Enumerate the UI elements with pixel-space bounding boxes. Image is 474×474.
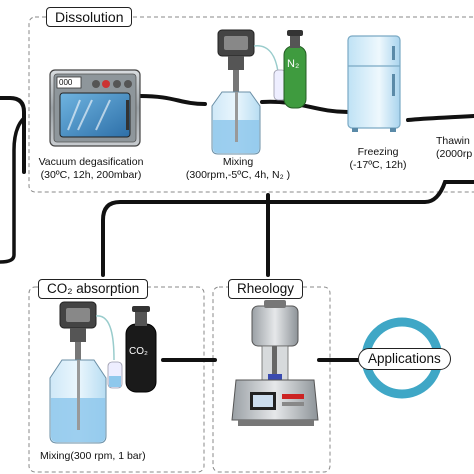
oven-display: 000 — [59, 78, 73, 87]
dissolution-title: Dissolution — [46, 7, 133, 27]
thawing-caption-line1: Thawin — [436, 135, 470, 147]
mixing-caption-line2: (300rpm,-5ºC, 4h, N₂ ) — [185, 169, 291, 181]
mixing-caption-line1: Mixing — [222, 156, 254, 168]
freezing-caption-line1: Freezing — [357, 146, 399, 158]
freezer — [347, 35, 401, 132]
co2-label: CO₂ — [129, 346, 148, 357]
mixer-dissolution — [211, 29, 287, 155]
vacuum-caption-line1: Vacuum degasification — [38, 156, 144, 168]
mixer-co2 — [49, 301, 123, 444]
freezing-caption-line2: (-17ºC, 12h) — [349, 159, 407, 171]
n2-label: N₂ — [287, 58, 300, 70]
co2-absorption-box — [28, 286, 205, 473]
vacuum-caption-line2: (30ºC, 12h, 200mbar) — [40, 169, 142, 181]
applications-label: Applications — [358, 348, 451, 370]
thawing-caption: Thawin (2000rp — [436, 135, 474, 161]
rheology-title: Rheology — [228, 279, 304, 299]
co2-mixing-caption: Mixing(300 rpm, 1 bar) — [40, 450, 146, 462]
co2-cylinder — [125, 306, 157, 393]
vacuum-oven — [49, 69, 141, 147]
dissolution-box — [28, 16, 474, 193]
n2-cylinder — [283, 30, 307, 109]
mixing-caption: Mixing (300rpm,-5ºC, 4h, N₂ ) — [176, 156, 300, 182]
thawing-caption-line2: (2000rp — [436, 148, 473, 160]
rheometer — [231, 300, 319, 426]
freezing-caption: Freezing (-17ºC, 12h) — [342, 146, 414, 172]
vacuum-caption: Vacuum degasification (30ºC, 12h, 200mba… — [28, 156, 154, 182]
co2-absorption-title: CO₂ absorption — [38, 279, 149, 299]
process-flow-lines — [0, 94, 474, 362]
